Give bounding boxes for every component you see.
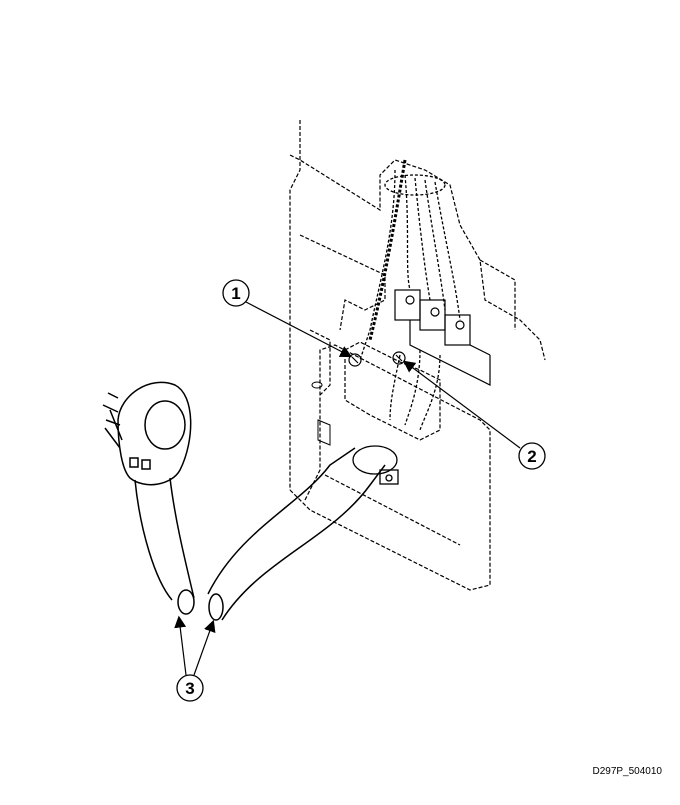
wire-bundle — [359, 169, 461, 431]
callout-2: 2 — [518, 442, 546, 470]
callout-3-label: 3 — [185, 679, 194, 698]
terminal-block — [344, 289, 491, 441]
callout-3: 3 — [176, 674, 204, 702]
callout-1-label: 1 — [231, 284, 240, 303]
power-cord — [134, 447, 386, 621]
access-port — [311, 381, 331, 446]
power-plug — [102, 381, 192, 486]
figure-code: D297P_504010 — [592, 766, 662, 777]
callout-leaders — [174, 301, 521, 676]
callout-2-label: 2 — [527, 447, 536, 466]
strain-relief-clamp — [352, 445, 399, 485]
ground-wire — [368, 159, 407, 341]
ground-screw — [348, 351, 406, 367]
callout-1: 1 — [222, 279, 250, 307]
appliance-back-panel — [289, 120, 546, 591]
